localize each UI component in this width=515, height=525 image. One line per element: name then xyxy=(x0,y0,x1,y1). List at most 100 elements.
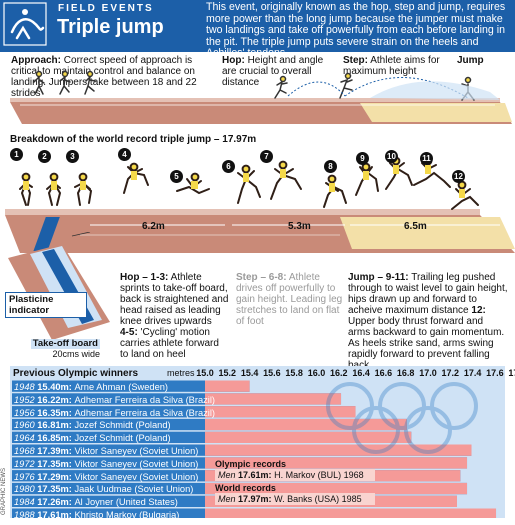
header-banner xyxy=(0,0,515,52)
intro-text: This event, originally known as the hop,… xyxy=(206,1,506,60)
track-overview-illustration xyxy=(10,70,512,124)
credit-text: GRAPHIC NEWS xyxy=(1,467,7,515)
hop-description: Hop – 1-3: Athlete sprints to take-off b… xyxy=(120,272,230,360)
step-number-4: 4 xyxy=(118,148,131,161)
step-number-1: 1 xyxy=(10,148,23,161)
axis-tick: 15.2 xyxy=(218,368,237,378)
takeoff-board-title: Take-off board xyxy=(30,338,100,349)
winner-mark: 16.22m: xyxy=(37,394,75,405)
hop-desc-text: Athlete sprints to take-off board, back … xyxy=(120,272,229,327)
winner-year: 1984 xyxy=(14,497,38,508)
page-title: Triple jump xyxy=(57,16,164,38)
plasticine-indicator-label: Plasticine indicator xyxy=(5,292,87,318)
winner-bar-base xyxy=(12,406,356,418)
winner-row: 1956 16.35m: Adhemar Ferreira da Silva (… xyxy=(14,407,234,420)
winner-year: 1952 xyxy=(14,394,38,405)
table-title: Previous Olympic winners xyxy=(13,368,139,379)
winner-bar xyxy=(205,508,497,518)
winner-mark: 17.29m: xyxy=(37,471,75,482)
winner-row: 1988 17.61m: Khristo Markov (Bulgaria) xyxy=(14,509,234,522)
winner-mark: 17.26m: xyxy=(37,497,75,508)
step-number-5: 5 xyxy=(170,170,183,183)
axis-tick: 16.4 xyxy=(352,368,370,378)
step-caption: Step: Athlete aims for maximum height xyxy=(343,55,443,77)
winner-year: 1980 xyxy=(14,484,38,495)
winner-year: 1976 xyxy=(14,471,38,482)
winner-bar xyxy=(205,380,250,392)
world-record-name: W. Banks (USA) 1985 xyxy=(274,494,362,504)
winner-row: 1976 17.29m: Viktor Saneyev (Soviet Unio… xyxy=(14,471,234,484)
step-desc-text: Athlete drives off powerfully to gain he… xyxy=(236,272,343,327)
winner-bar xyxy=(205,431,412,443)
olympic-record-row: Men 17.61m: H. Markov (BUL) 1968 xyxy=(215,469,375,481)
winner-name: Al Joyner (United States) xyxy=(74,497,178,508)
winner-mark: 16.35m: xyxy=(37,407,75,418)
winner-year: 1956 xyxy=(14,407,38,418)
triple-jump-pictogram-icon xyxy=(3,2,47,46)
approach-heading: Approach: xyxy=(11,55,61,66)
hop-desc2-text: 'Cycling' motion carries athlete forward… xyxy=(120,327,219,360)
hop-desc2-heading: 4-5: xyxy=(120,327,138,338)
winner-year: 1968 xyxy=(14,445,38,456)
winner-row: 1960 16.81m: Jozef Schmidt (Poland) xyxy=(14,419,234,432)
olympic-record-name: H. Markov (BUL) 1968 xyxy=(274,470,364,480)
approach-caption: Approach: Correct speed of approach is c… xyxy=(11,55,201,99)
hop-caption: Hop: Height and angle are crucial to ove… xyxy=(222,55,332,88)
axis-tick: 16.6 xyxy=(374,368,393,378)
step-number-7: 7 xyxy=(260,150,273,163)
jump-desc-heading: Jump – 9-11: xyxy=(348,272,409,283)
step-text: Athlete aims for maximum height xyxy=(343,55,440,77)
winner-row: 1984 17.26m: Al Joyner (United States) xyxy=(14,496,234,509)
winner-name: Viktor Saneyev (Soviet Union) xyxy=(74,471,199,482)
winner-bar-base xyxy=(12,393,342,405)
olympic-records-title: Olympic records xyxy=(215,459,287,469)
world-record-who: Men xyxy=(218,494,236,504)
winner-name: Viktor Saneyev (Soviet Union) xyxy=(74,445,199,456)
winner-mark: 17.35m: xyxy=(37,484,75,495)
step-number-10: 10 xyxy=(385,150,398,163)
winners-list: 1948 15.40m: Arne Ahman (Sweden) 1952 16.… xyxy=(14,381,234,522)
event-category: FIELD EVENTS xyxy=(58,3,154,14)
hop-desc-heading: Hop – 1-3: xyxy=(120,272,169,283)
jump-heading: Jump xyxy=(457,55,484,66)
winner-bar xyxy=(205,457,468,469)
axis-tick: 15.0 xyxy=(196,368,214,378)
takeoff-board-label: Take-off board 20cms wide xyxy=(14,339,100,359)
winner-name: Jaak Uudmae (Soviet Union) xyxy=(74,484,194,495)
step-number-3: 3 xyxy=(66,150,79,163)
step-number-8: 8 xyxy=(324,160,337,173)
winner-mark: 17.35m: xyxy=(37,458,75,469)
winner-mark: 16.85m: xyxy=(37,433,75,444)
winner-name: Adhemar Ferreira da Silva (Brazil) xyxy=(74,407,216,418)
hop-distance: 6.2m xyxy=(142,221,165,232)
axis-tick: 17.6 xyxy=(486,368,504,378)
axis-tick: 17.4 xyxy=(463,368,482,378)
jump-desc2-text: Upper body thrust forward and arms backw… xyxy=(348,316,505,371)
winner-row: 1952 16.22m: Adhemar Ferreira da Silva (… xyxy=(14,394,234,407)
winner-name: Viktor Saneyev (Soviet Union) xyxy=(74,458,199,469)
winner-row: 1980 17.35m: Jaak Uudmae (Soviet Union) xyxy=(14,483,234,496)
winner-year: 1948 xyxy=(14,382,38,392)
winner-bar xyxy=(205,444,472,456)
olympic-record-mark: 17.61m: xyxy=(238,470,272,480)
winner-mark: 17.39m: xyxy=(37,445,75,456)
axis-tick: 15.6 xyxy=(263,368,281,378)
winner-name: Arne Ahman (Sweden) xyxy=(74,382,169,392)
winner-year: 1960 xyxy=(14,420,38,431)
winner-name: Jozef Schmidt (Poland) xyxy=(74,420,171,431)
winner-row: 1972 17.35m: Viktor Saneyev (Soviet Unio… xyxy=(14,458,234,471)
jump-description: Jump – 9-11: Trailing leg pushed through… xyxy=(348,272,508,371)
step-description: Step – 6-8: Athlete drives off powerfull… xyxy=(236,272,344,327)
jump-desc-text: Trailing leg pushed through to waist lev… xyxy=(348,272,508,316)
winner-year: 1964 xyxy=(14,433,38,444)
olympic-rings-watermark xyxy=(326,382,478,454)
world-records-title: World records xyxy=(215,483,276,493)
winner-mark: 15.40m: xyxy=(37,382,75,392)
winner-bar xyxy=(205,418,407,431)
jump-desc2-heading: 12: xyxy=(471,305,486,316)
step-number-2: 2 xyxy=(38,150,51,163)
world-record-mark: 17.97m: xyxy=(238,494,272,504)
axis-tick: 16.2 xyxy=(330,368,348,378)
hop-heading: Hop: xyxy=(222,55,245,66)
breakdown-title: Breakdown of the world record triple jum… xyxy=(10,134,257,145)
